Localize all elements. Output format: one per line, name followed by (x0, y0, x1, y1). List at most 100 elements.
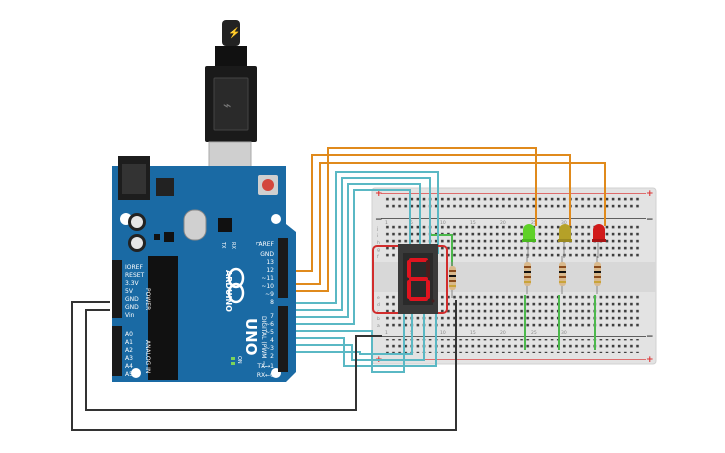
capacitor-top (131, 237, 143, 249)
status-led (231, 362, 235, 365)
row-letter: a (377, 324, 380, 329)
analog-header (112, 326, 122, 376)
on-label: ON (236, 356, 242, 364)
pin-label-7: 7 (270, 313, 274, 320)
led-red-lens (593, 224, 605, 240)
pin-label-gnd: GND (260, 251, 274, 258)
pin-label-gnd: GND (125, 304, 139, 311)
small-chip (164, 232, 174, 242)
pin-label-tx: TX→1 (256, 363, 274, 370)
pin-label-11: ~11 (261, 275, 274, 282)
col-num: 25 (531, 330, 537, 336)
usb-icon: ⌁ (223, 97, 231, 113)
col-num: 1 (385, 330, 388, 336)
pin-label-3: ~3 (265, 345, 274, 352)
bottom-power-rails (384, 339, 640, 353)
brand-text: ARDUINO (224, 270, 233, 312)
led-resistor-3 (594, 256, 601, 294)
plus-sign-top-right: + (646, 189, 654, 199)
row-letter: d (377, 302, 380, 308)
digital-label: DIGITAL (PWM ~) (260, 316, 267, 368)
tx-label: TX (220, 241, 226, 249)
segment-wires[interactable] (284, 171, 439, 373)
digital-header-top (278, 238, 288, 298)
led-wires[interactable] (284, 147, 606, 292)
row-letter: h (377, 240, 380, 246)
breadboard: + + + + − − − − 1 5 10 15 20 25 30 1 5 1… (371, 187, 657, 365)
col-num: 25 (531, 220, 537, 226)
col-num: 20 (500, 330, 506, 336)
pin-label-8: 8 (270, 299, 274, 306)
mount-hole (131, 368, 141, 378)
display-resistor (449, 262, 456, 298)
voltage-regulator (156, 178, 174, 196)
row-letter: e (377, 296, 380, 301)
col-num: 1 (385, 220, 388, 226)
row-letter: b (377, 316, 380, 322)
power-header (112, 260, 122, 318)
col-num: 30 (561, 330, 567, 336)
minus-sign-top-right: − (646, 215, 654, 225)
led-green-lens (523, 224, 535, 240)
pin-label-13: 13 (266, 259, 274, 266)
led-red[interactable] (592, 224, 606, 258)
pin-label-a0: A0 (125, 331, 133, 338)
minus-sign-top: − (375, 215, 383, 225)
led-green[interactable] (522, 224, 536, 258)
col-num: 10 (440, 330, 446, 336)
col-num: 15 (470, 330, 476, 336)
pin-label-12: 12 (266, 267, 274, 274)
pin-label-a5: A5 (125, 371, 133, 378)
usb-plug-grip (213, 77, 249, 131)
led-resistor-1 (524, 256, 531, 294)
pin-label-9: ~9 (265, 291, 274, 298)
led-yellow-lens (559, 224, 571, 240)
column-numbers-top: 1 5 10 15 20 25 30 (385, 220, 567, 226)
row-letter: i (377, 233, 378, 239)
pin-label-6: ~6 (265, 321, 274, 328)
col-num: 30 (561, 220, 567, 226)
capacitor-top (131, 216, 143, 228)
top-power-rails (384, 196, 640, 210)
ground-wires[interactable] (71, 300, 457, 431)
col-num: 10 (440, 220, 446, 226)
plus-sign-bottom-right: + (646, 355, 654, 365)
pin-label-a2: A2 (125, 347, 133, 354)
analog-label: ANALOG IN (144, 340, 151, 373)
usb-cable-strain (222, 20, 240, 46)
arduino-board[interactable]: AREF GND 13 12 ~11 ~10 ~9 8 7 ~6 ~5 4 ~3… (112, 156, 296, 382)
arduino-logo (227, 267, 245, 304)
led-resistor-2 (559, 256, 566, 294)
small-component (154, 234, 160, 240)
seven-segment-display[interactable] (372, 244, 448, 314)
usb-cable-neck (215, 46, 247, 66)
pin-label-5v: 5V (125, 288, 134, 295)
l-label: L (254, 242, 260, 245)
row-letter: j (376, 226, 378, 232)
pin-label-3v3: 3.3V (125, 280, 140, 287)
led-yellow[interactable] (558, 224, 572, 258)
lightning-icon: ⚡ (228, 26, 240, 39)
display-segments (407, 258, 430, 301)
on-led (231, 357, 235, 360)
pin-label-reset: RESET (125, 272, 145, 279)
col-num: 15 (470, 220, 476, 226)
pin-label-10: ~10 (261, 283, 274, 290)
pin-label-5: ~5 (265, 329, 274, 336)
pin-label-a1: A1 (125, 339, 133, 346)
reset-button[interactable] (262, 179, 274, 191)
pin-label-aref: AREF (258, 241, 274, 248)
col-num: 20 (500, 220, 506, 226)
model-text: UNO (242, 318, 260, 356)
decimal-point (431, 299, 435, 303)
crystal (183, 209, 207, 241)
row-letter: f (377, 254, 379, 260)
power-label: POWER (144, 288, 151, 310)
pin-label-rx: RX←0 (257, 372, 274, 379)
col-num: 5 (410, 220, 413, 226)
pin-label-gnd: GND (125, 296, 139, 303)
pin-label-2: 2 (270, 353, 274, 360)
atmega-chip (148, 256, 178, 380)
pin-label-a3: A3 (125, 355, 133, 362)
